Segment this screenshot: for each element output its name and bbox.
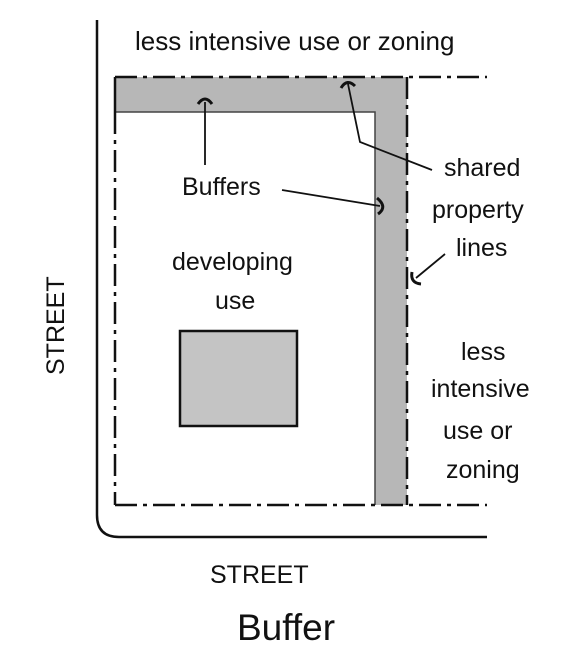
label-shared-line-2: property [432, 196, 524, 224]
arrow-shared-to-top-line [347, 83, 433, 171]
label-street-left: STREET [42, 276, 70, 375]
label-developing-2: use [215, 287, 255, 315]
label-buffers: Buffers [182, 173, 261, 201]
label-top-zone: less intensive use or zoning [135, 26, 454, 56]
arrowhead-right-buffer-icon [376, 196, 385, 216]
label-street-bottom: STREET [210, 561, 309, 589]
building-footprint [178, 329, 299, 428]
buffer-strip-right [375, 112, 407, 505]
arrow-shared-to-right-line [415, 253, 446, 279]
arrowhead-top-buffer-icon [196, 97, 214, 105]
arrowhead-right-line-icon [410, 271, 422, 286]
arrow-buffers-to-right-buffer [281, 189, 381, 207]
street-edge-line [95, 20, 487, 539]
label-right-zone-3: use or [443, 417, 512, 445]
label-shared-line-3: lines [456, 234, 507, 262]
label-right-zone-2: intensive [431, 375, 530, 403]
buffer-inner-edge [115, 111, 376, 505]
label-right-zone-1: less [461, 338, 505, 366]
label-developing-1: developing [172, 248, 293, 276]
buffer-strip-top [115, 77, 407, 112]
diagram-caption: Buffer [237, 607, 335, 648]
label-shared-line-1: shared [444, 154, 520, 182]
label-right-zone-4: zoning [446, 456, 520, 484]
arrowhead-top-line-icon [339, 81, 357, 89]
